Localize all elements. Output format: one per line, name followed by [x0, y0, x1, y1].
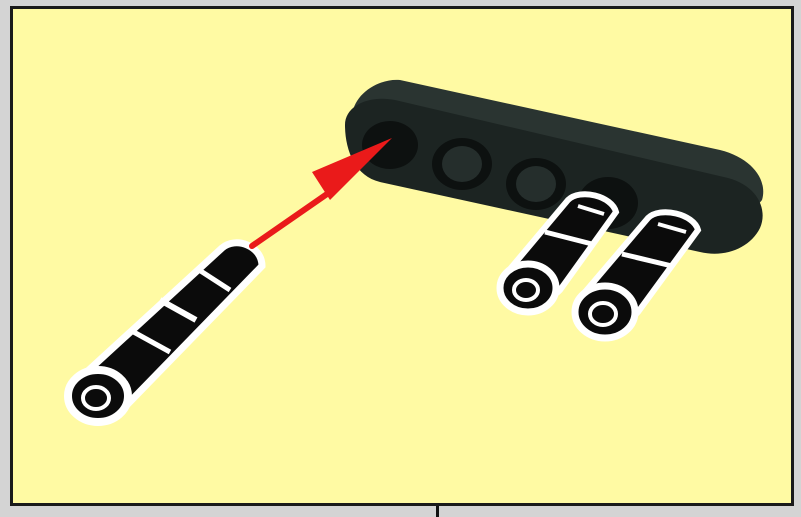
beam-hole-1: [362, 121, 418, 169]
bottom-tick-mark: [436, 506, 439, 517]
